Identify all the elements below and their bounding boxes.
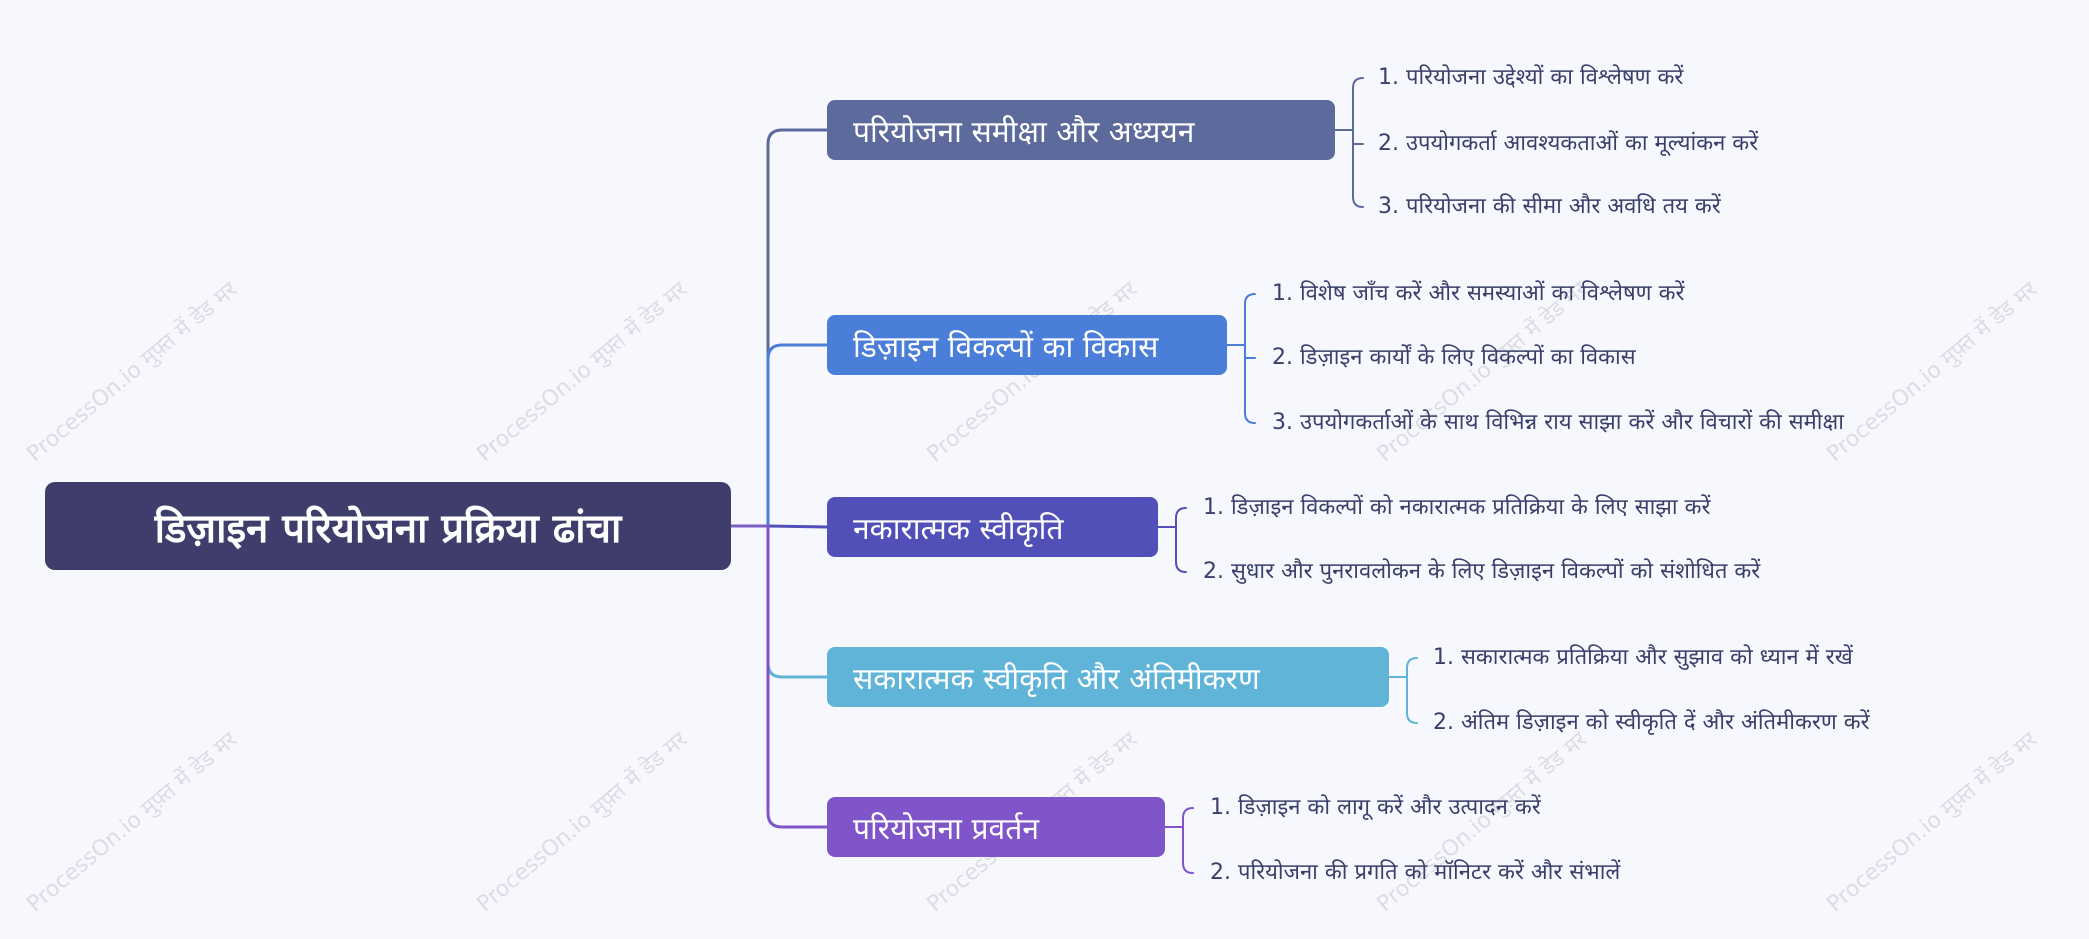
leaf-item[interactable]: 2. उपयोगकर्ता आवश्यकताओं का मूल्यांकन कर… xyxy=(1378,131,1759,156)
branch-connector-4 xyxy=(766,524,829,679)
branch-label: डिज़ाइन विकल्पों का विकास xyxy=(853,329,1159,365)
leaf-item[interactable]: 2. सुधार और पुनरावलोकन के लिए डिज़ाइन वि… xyxy=(1203,559,1761,584)
branch-node-1[interactable]: परियोजना समीक्षा और अध्ययन xyxy=(827,100,1335,160)
leaf-bracket-3 xyxy=(1175,507,1187,573)
branch-label: परियोजना प्रवर्तन xyxy=(853,811,1039,847)
leaf-item[interactable]: 1. विशेष जाँच करें और समस्याओं का विश्ले… xyxy=(1272,281,1685,306)
leaf-item[interactable]: 2. डिज़ाइन कार्यों के लिए विकल्पों का वि… xyxy=(1272,345,1636,370)
leaf-item[interactable]: 1. परियोजना उद्देश्यों का विश्लेषण करें xyxy=(1378,65,1684,90)
leaf-bracket-4 xyxy=(1406,657,1418,724)
branch-node-5[interactable]: परियोजना प्रवर्तन xyxy=(827,797,1165,857)
leaf-item[interactable]: 2. अंतिम डिज़ाइन को स्वीकृति दें और अंति… xyxy=(1433,710,1870,735)
branch-label: सकारात्मक स्वीकृति और अंतिमीकरण xyxy=(853,661,1260,697)
branch-connector-2 xyxy=(766,343,829,528)
leaf-item[interactable]: 1. डिज़ाइन विकल्पों को नकारात्मक प्रतिक्… xyxy=(1203,495,1711,520)
branch-node-4[interactable]: सकारात्मक स्वीकृति और अंतिमीकरण xyxy=(827,647,1389,707)
branch-label: परियोजना समीक्षा और अध्ययन xyxy=(853,114,1195,150)
branch-label: नकारात्मक स्वीकृति xyxy=(853,511,1064,547)
leaf-item[interactable]: 1. सकारात्मक प्रतिक्रिया और सुझाव को ध्य… xyxy=(1433,645,1853,670)
leaf-item[interactable]: 3. उपयोगकर्ताओं के साथ विभिन्न राय साझा … xyxy=(1272,410,1844,435)
leaf-item[interactable]: 1. डिज़ाइन को लागू करें और उत्पादन करें xyxy=(1210,795,1541,820)
leaf-item[interactable]: 2. परियोजना की प्रगति को मॉनिटर करें और … xyxy=(1210,860,1621,885)
branch-node-3[interactable]: नकारात्मक स्वीकृति xyxy=(827,497,1158,557)
root-label: डिज़ाइन परियोजना प्रक्रिया ढांचा xyxy=(154,505,622,552)
leaf-bracket-5 xyxy=(1182,807,1194,874)
root-node[interactable]: डिज़ाइन परियोजना प्रक्रिया ढांचा xyxy=(45,482,731,570)
branch-connector-3 xyxy=(766,524,829,529)
branch-connector-1 xyxy=(766,128,829,528)
branch-connector-5 xyxy=(766,524,829,829)
leaf-bracket-1 xyxy=(1352,77,1364,208)
leaf-item[interactable]: 3. परियोजना की सीमा और अवधि तय करें xyxy=(1378,194,1721,219)
branch-node-2[interactable]: डिज़ाइन विकल्पों का विकास xyxy=(827,315,1227,375)
